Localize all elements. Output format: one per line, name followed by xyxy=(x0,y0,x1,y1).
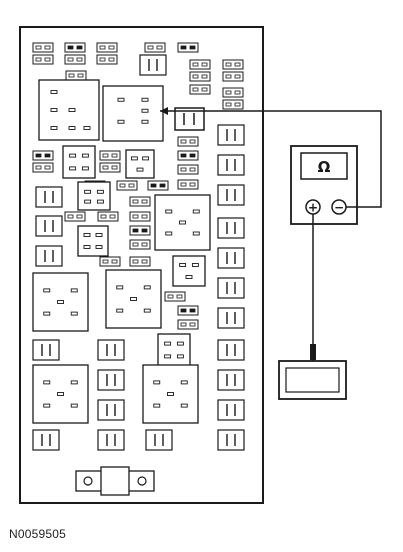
multimeter-display xyxy=(300,152,348,180)
mini-fuse xyxy=(64,42,86,53)
mini-fuse xyxy=(222,87,244,98)
mini-fuse xyxy=(144,42,166,53)
maxi-fuse xyxy=(139,54,167,76)
multimeter: Ω + − xyxy=(290,145,358,225)
mini-fuse xyxy=(116,180,138,191)
ground-terminal xyxy=(278,360,347,400)
mini-fuse xyxy=(189,59,211,70)
maxi-fuse xyxy=(97,369,125,391)
maxi-fuse-group xyxy=(32,54,245,451)
relay xyxy=(154,194,211,251)
maxi-fuse xyxy=(217,247,245,269)
maxi-fuse xyxy=(217,369,245,391)
mini-fuse xyxy=(32,162,54,173)
positive-test-lead xyxy=(310,214,316,370)
mini-fuse xyxy=(177,305,199,316)
maxi-fuse xyxy=(217,124,245,146)
mini-fuse xyxy=(222,59,244,70)
mini-fuse xyxy=(129,225,151,236)
maxi-fuse xyxy=(217,429,245,451)
mini-fuse xyxy=(32,42,54,53)
relay xyxy=(32,272,89,332)
relay xyxy=(105,269,162,329)
relay xyxy=(38,79,100,141)
mini-fuse xyxy=(147,180,169,191)
mini-fuse xyxy=(222,71,244,82)
mini-fuse xyxy=(99,256,121,267)
maxi-fuse xyxy=(35,215,63,237)
mini-fuse xyxy=(189,71,211,82)
maxi-fuse xyxy=(32,339,60,361)
mini-fuse xyxy=(177,319,199,330)
relay xyxy=(157,333,191,367)
relay xyxy=(102,85,164,142)
mini-fuse xyxy=(177,164,199,175)
relay-group xyxy=(32,79,211,424)
mini-fuse xyxy=(177,150,199,161)
mini-fuse xyxy=(99,162,121,173)
mini-fuse xyxy=(189,84,211,95)
mini-fuse xyxy=(222,99,244,110)
mini-fuse xyxy=(32,54,54,65)
maxi-fuse xyxy=(32,429,60,451)
mini-fuse xyxy=(32,150,54,161)
fuse-under-test xyxy=(174,107,205,131)
maxi-fuse xyxy=(217,307,245,329)
mini-fuse xyxy=(99,150,121,161)
maxi-fuse xyxy=(97,429,125,451)
relay xyxy=(77,225,109,257)
main-fuse-link xyxy=(75,466,155,496)
mini-fuse xyxy=(164,291,186,302)
maxi-fuse xyxy=(35,186,63,208)
maxi-fuse xyxy=(97,399,125,421)
mini-fuse xyxy=(177,136,199,147)
maxi-fuse xyxy=(145,429,173,451)
maxi-fuse xyxy=(97,339,125,361)
mini-fuse xyxy=(65,70,87,81)
maxi-fuse xyxy=(217,184,245,206)
relay xyxy=(77,181,111,211)
mini-fuse xyxy=(129,239,151,250)
ohm-symbol: Ω xyxy=(318,158,331,176)
relay xyxy=(172,255,206,287)
maxi-fuse xyxy=(217,154,245,176)
mini-fuse xyxy=(177,179,199,190)
negative-symbol: − xyxy=(334,201,344,215)
mini-fuse xyxy=(96,54,118,65)
negative-test-lead xyxy=(160,107,382,208)
mini-fuse xyxy=(177,42,199,53)
mini-fuse xyxy=(96,42,118,53)
maxi-fuse xyxy=(217,339,245,361)
mini-fuse xyxy=(97,211,119,222)
maxi-fuse xyxy=(217,399,245,421)
relay xyxy=(62,145,96,179)
mini-fuse xyxy=(64,54,86,65)
positive-symbol: + xyxy=(308,201,318,215)
relay xyxy=(125,149,155,179)
maxi-fuse xyxy=(217,217,245,239)
mini-fuse xyxy=(129,256,151,267)
mini-fuse xyxy=(129,196,151,207)
maxi-fuse xyxy=(217,277,245,299)
figure-id: N0059505 xyxy=(9,527,66,541)
maxi-fuse xyxy=(35,245,63,267)
mini-fuse xyxy=(64,211,86,222)
mini-fuse xyxy=(129,211,151,222)
mini-fuse-grid xyxy=(32,42,244,348)
relay xyxy=(142,364,199,424)
relay xyxy=(32,364,89,424)
